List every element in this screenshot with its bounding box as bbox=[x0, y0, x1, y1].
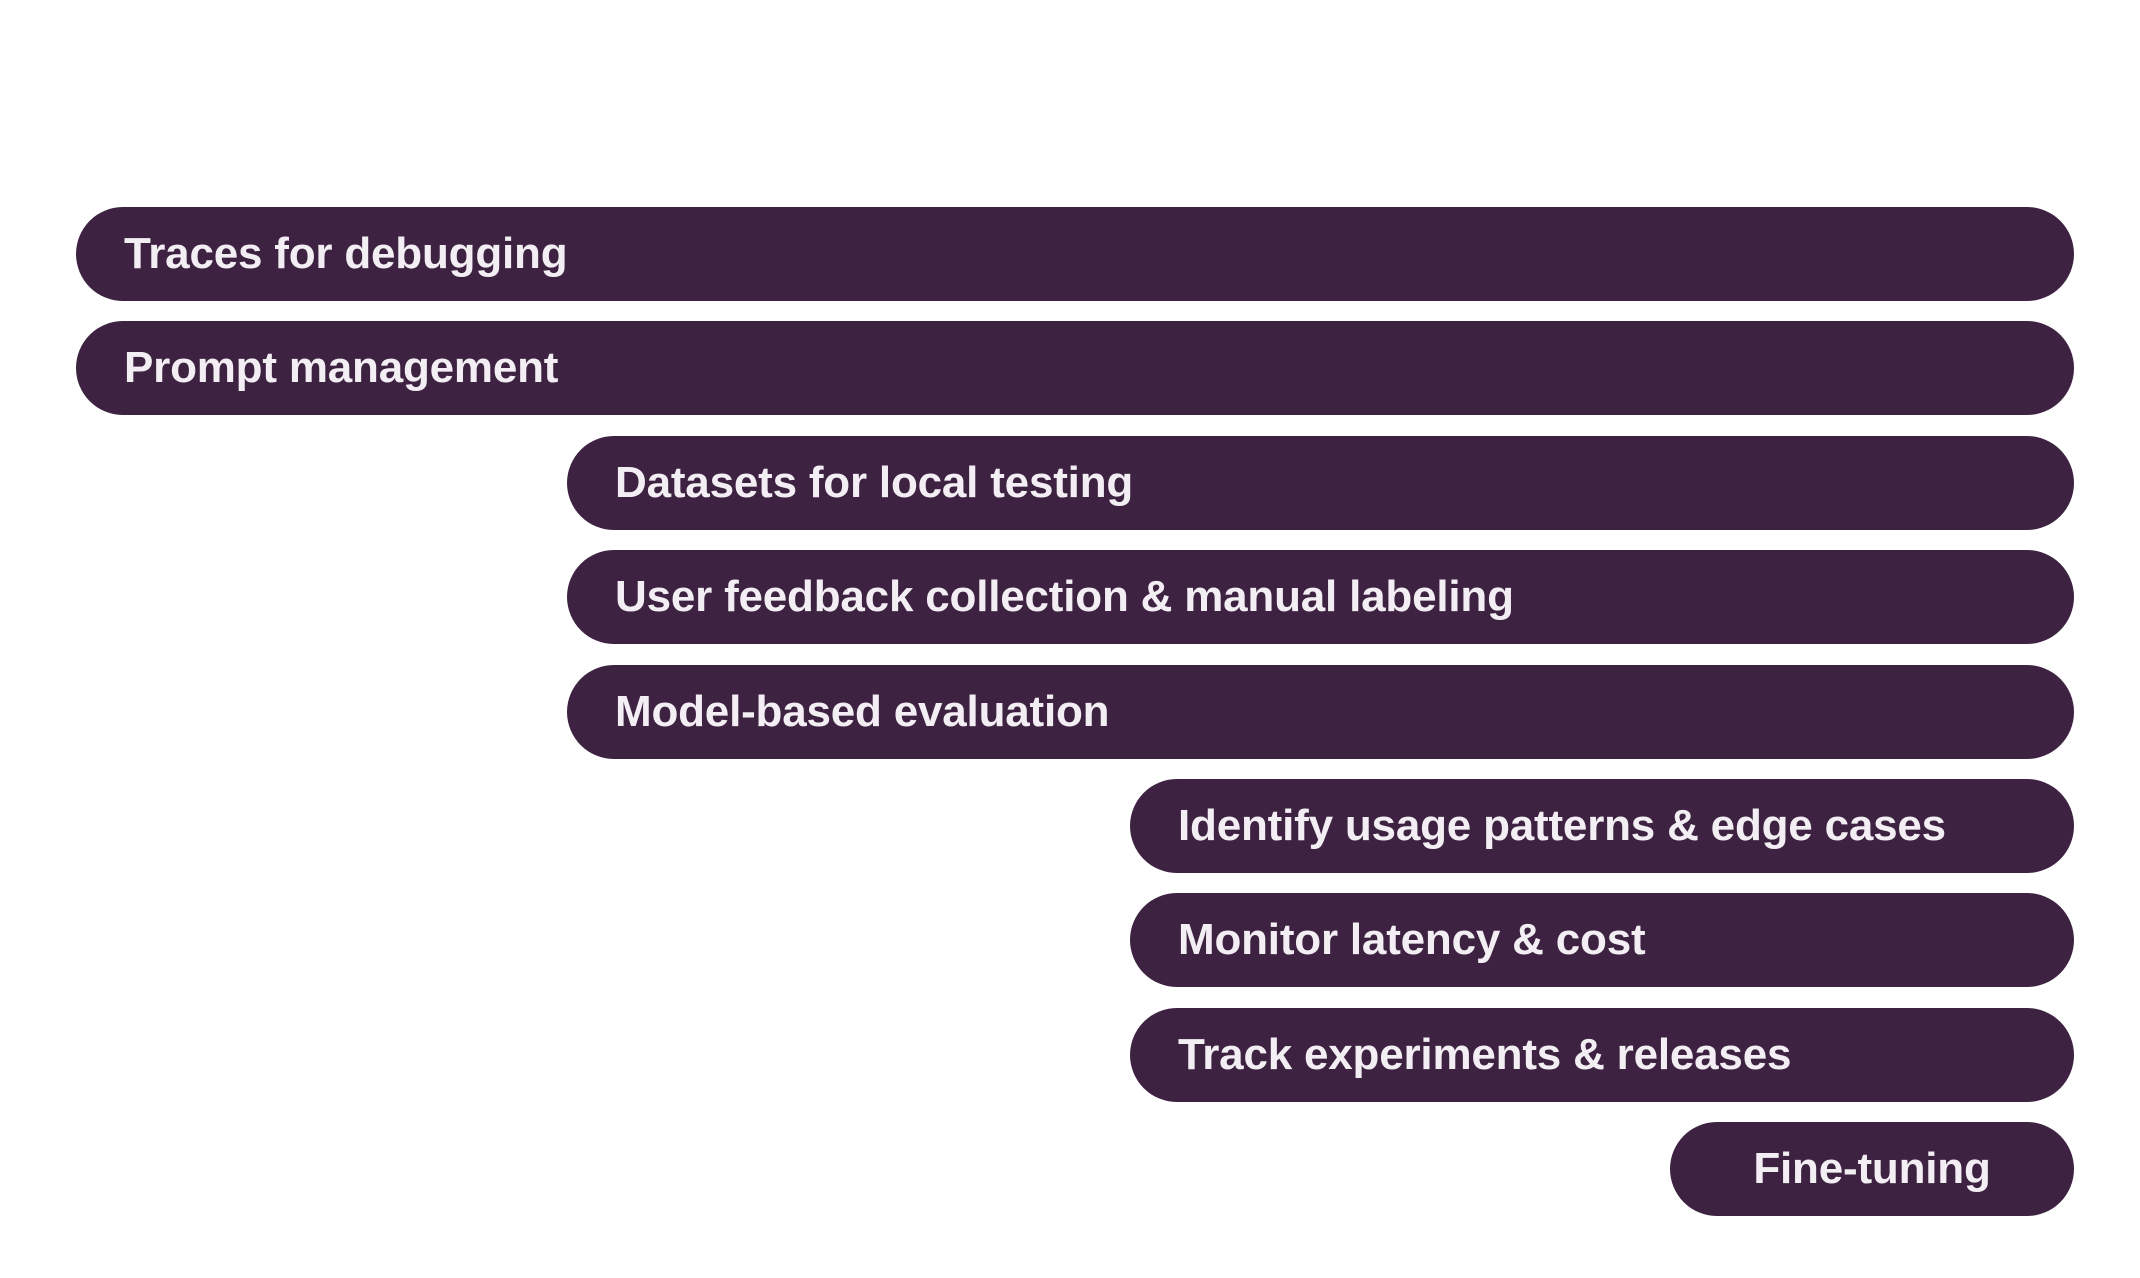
feature-label: Model-based evaluation bbox=[615, 687, 1110, 736]
feature-label: User feedback collection & manual labeli… bbox=[615, 572, 1514, 621]
feature-bar-model-based-evaluation: Model-based evaluation bbox=[567, 665, 2074, 759]
feature-bar-monitor-latency: Monitor latency & cost bbox=[1130, 893, 2074, 987]
feature-label: Monitor latency & cost bbox=[1178, 915, 1646, 964]
feature-label: Datasets for local testing bbox=[615, 458, 1134, 507]
feature-label: Prompt management bbox=[124, 343, 559, 392]
feature-bar-datasets: Datasets for local testing bbox=[567, 436, 2074, 530]
feature-label: Fine-tuning bbox=[1753, 1144, 1991, 1193]
feature-bar-fine-tuning: Fine-tuning bbox=[1670, 1122, 2074, 1216]
feature-label: Identify usage patterns & edge cases bbox=[1178, 801, 1946, 850]
feature-bar-traces: Traces for debugging bbox=[76, 207, 2074, 301]
feature-bar-track-experiments: Track experiments & releases bbox=[1130, 1008, 2074, 1102]
feature-label: Track experiments & releases bbox=[1178, 1030, 1792, 1079]
feature-label: Traces for debugging bbox=[124, 229, 568, 278]
feature-bar-prompt-management: Prompt management bbox=[76, 321, 2074, 415]
feature-bar-user-feedback: User feedback collection & manual labeli… bbox=[567, 550, 2074, 644]
feature-bar-usage-patterns: Identify usage patterns & edge cases bbox=[1130, 779, 2074, 873]
